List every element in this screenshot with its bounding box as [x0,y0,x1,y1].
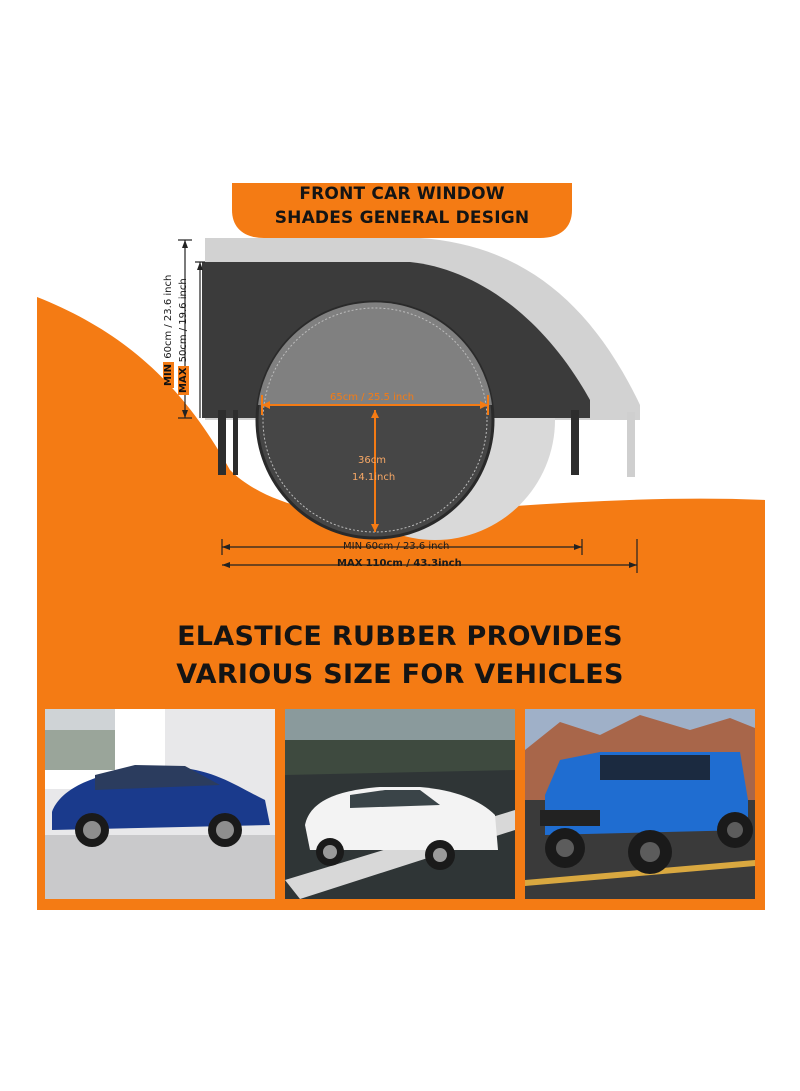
wagon-car-image [45,709,275,899]
width-min-label: MIN 60cm / 23.6 inch [343,541,450,552]
headline: ELASTICE RUBBER PROVIDES VARIOUS SIZE FO… [0,618,800,694]
height-min-label: MIN 60cm / 23.6 inch [163,274,174,388]
mesh-height-in-label: 14.1inch [352,472,396,483]
mesh-height-cm-label: 36cm [358,455,386,466]
width-max-label: MAX 110cm / 43.3inch [337,558,462,569]
sedan-car-image [285,709,515,899]
headline-line-1: ELASTICE RUBBER PROVIDES [177,621,623,652]
leg-right [571,410,579,475]
title-line-1: FRONT CAR WINDOW [299,184,505,204]
jeep-suv-image [525,709,755,899]
height-max-label: MAX 50cm / 19.6 inch [178,278,189,395]
title-badge: FRONT CAR WINDOW SHADES GENERAL DESIGN [232,182,572,238]
leg-left [218,410,226,475]
mesh-width-label: 65cm / 25.5 inch [330,392,415,403]
mesh-rim [262,307,488,533]
title-badge-shape [232,183,572,238]
title-line-2: SHADES GENERAL DESIGN [274,208,530,228]
leg-left-2 [233,410,238,475]
headline-line-2: VARIOUS SIZE FOR VEHICLES [176,659,624,690]
ghost-leg-right [627,412,635,477]
mesh-upper [258,302,492,405]
